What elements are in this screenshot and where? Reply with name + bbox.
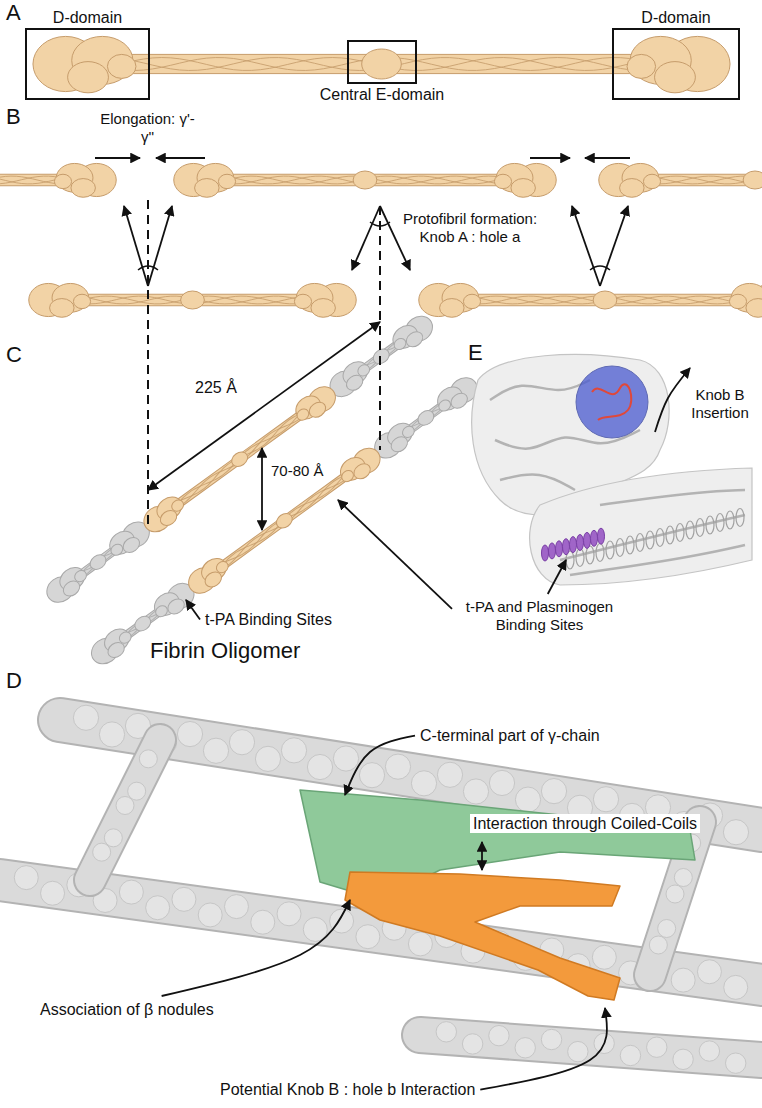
annotation: t-PA Binding Sites [205,610,332,629]
fibrinogen-molecule [0,163,116,197]
angle-arc [138,266,158,270]
leader-arrow [148,322,380,490]
leader-arrow [585,157,630,159]
guide-line [147,200,149,527]
leader-lines [95,158,690,1090]
beta-nodule-region [345,872,620,1000]
annotation: Interaction through Coiled-Coils [470,814,700,833]
leader-arrow [124,206,148,286]
leader-arrow [162,900,350,996]
annotation: Elongation: γ'-γ'' [100,110,195,146]
guide-line [379,206,381,450]
fibrinogen-molecule [42,517,155,608]
leader-arrow [548,560,566,594]
figure-title: Fibrin Oligomer [150,638,300,664]
angle-arcs [138,222,610,270]
annotation: Protofibril formation: Knob A : hole a [385,210,555,246]
domain-label: D-domain [53,8,122,27]
domain-label: D-domain [641,8,710,27]
fibrinogen-molecule [370,372,483,463]
panel-letter: C [6,342,22,368]
leader-arrow [156,157,205,159]
annotation: Knob B Insertion [684,386,756,422]
panel-letter: B [6,104,21,130]
domain-box: D-domain [25,28,150,100]
leader-arrow [95,157,140,159]
annotation: Potential Knob B : hole b Interaction [220,1080,475,1099]
fibrin-oligomer [42,311,483,670]
fibrinogen-molecule [139,381,341,537]
leader-arrow [352,206,380,270]
panel-d-surface [0,705,762,1073]
leader-arrow [480,1008,607,1090]
leader-arrow [338,500,452,609]
leader-arrow [572,206,600,286]
domain-box: Central E-domain [347,40,417,84]
panel-letter: E [468,340,483,366]
fibrinogen-molecule [33,36,730,92]
panel-a-art [33,36,730,92]
angle-arc [370,222,390,226]
panel-letter: A [6,0,21,26]
leader-arrow [481,842,483,870]
fibrinogen-molecule [599,163,762,197]
domain-box: D-domain [612,28,740,100]
fibrinogen-molecule [174,163,556,197]
leader-arrow [148,206,172,286]
annotation: t-PA and Plasminogen Binding Sites [457,598,622,634]
dimension: 225 Å [195,378,237,397]
leader-arrow [345,736,415,795]
annotation: C-terminal part of γ-chain [420,726,600,745]
angle-arc [590,266,610,270]
leader-arrow [655,368,690,432]
leader-arrow [530,157,570,159]
leader-arrow [261,448,263,530]
fibrinogen-molecule [184,443,386,599]
domain-label: Central E-domain [320,85,445,104]
fibrinogen-molecule [29,283,356,317]
panel-letter: D [6,668,22,694]
dimension: 70-80 Å [268,462,327,480]
leader-arrow [186,600,200,620]
annotation: Association of β nodules [40,1000,214,1019]
leader-arrow [600,206,628,286]
fibrinogen-molecule [325,311,438,402]
fibrinogen-molecule [419,283,762,317]
